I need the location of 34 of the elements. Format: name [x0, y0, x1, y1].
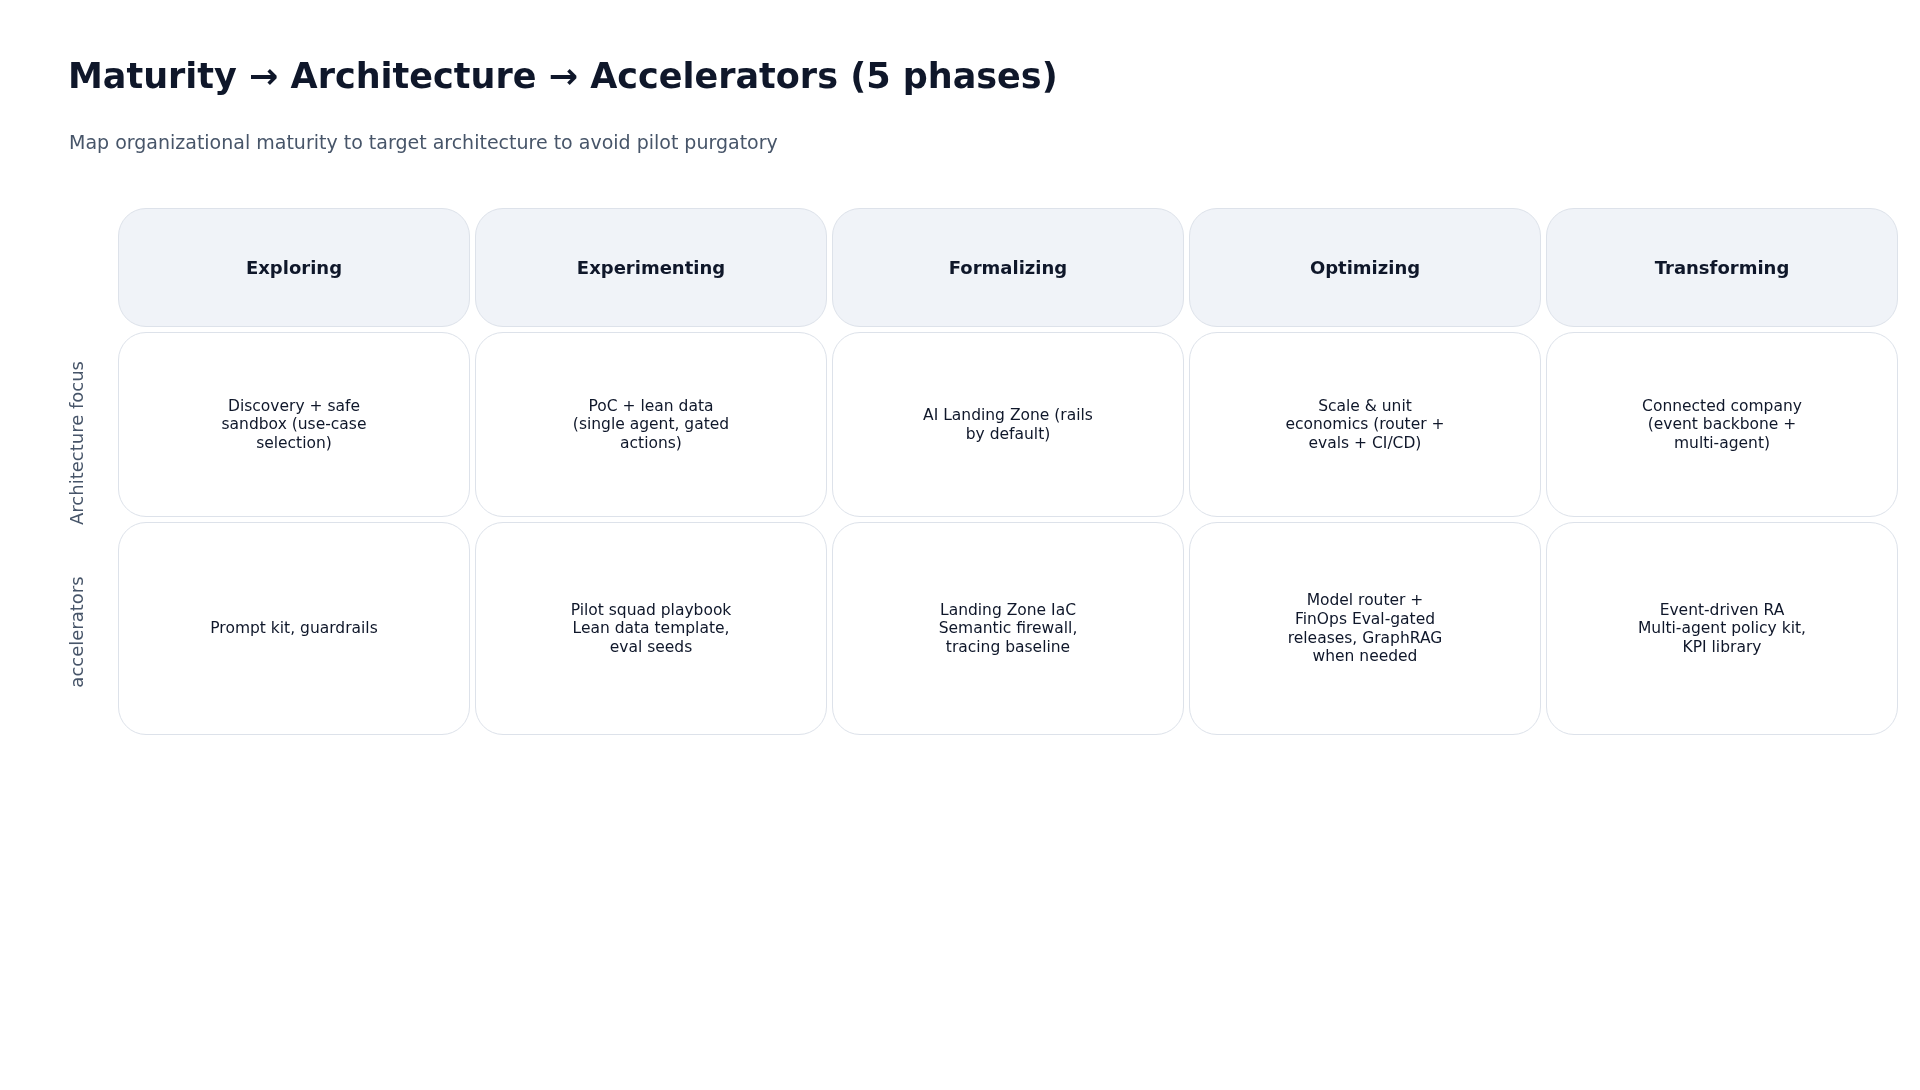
cell-text: Connected company (event backbone + multi-agent): [1641, 396, 1803, 453]
content-card: [832, 332, 1184, 517]
content-card: [1189, 522, 1541, 735]
cell-text: Model router + FinOps Eval-gated releases, GraphRAG when needed: [1286, 591, 1444, 666]
phase-header-card: [118, 208, 470, 327]
content-card: [1546, 332, 1898, 517]
content-card: [118, 332, 470, 517]
cell-text: PoC + lean data (single agent, gated actions): [571, 396, 731, 453]
cell-text: Scale & unit economics (router + evals + CI/CD): [1284, 396, 1446, 453]
phase-name: Formalizing: [948, 257, 1068, 278]
phase-header-card: [1546, 208, 1898, 327]
subtitle: Map organizational maturity to target architecture to avoid pilot purgatory: [69, 131, 778, 153]
cell-text: Landing Zone IaC Semantic firewall, tracing baseline: [937, 600, 1079, 657]
row-label: accelerators: [65, 576, 87, 688]
phase-name: Experimenting: [576, 257, 726, 278]
phase-name: Exploring: [245, 257, 343, 278]
cell-text: Discovery + safe sandbox (use-case selection): [220, 396, 368, 453]
phase-name: Optimizing: [1309, 257, 1421, 278]
phase-name: Transforming: [1654, 257, 1790, 278]
title: Maturity → Architecture → Accelerators (5 phases): [68, 56, 1058, 96]
row-label: Architecture focus: [65, 361, 87, 525]
phase-header-card: [832, 208, 1184, 327]
phase-header-card: [1189, 208, 1541, 327]
cell-text: Event-driven RA Multi-agent policy kit, KPI library: [1637, 600, 1807, 657]
content-card: [475, 522, 827, 735]
phase-header-card: [475, 208, 827, 327]
content-card: [1546, 522, 1898, 735]
cell-text: Prompt kit, guardrails: [210, 619, 378, 638]
content-card: [832, 522, 1184, 735]
cell-text: AI Landing Zone (rails by default): [923, 405, 1093, 444]
content-card: [1189, 332, 1541, 517]
cell-text: Pilot squad playbook Lean data template, eval seeds: [569, 600, 733, 657]
content-card: [118, 522, 470, 735]
content-card: [475, 332, 827, 517]
